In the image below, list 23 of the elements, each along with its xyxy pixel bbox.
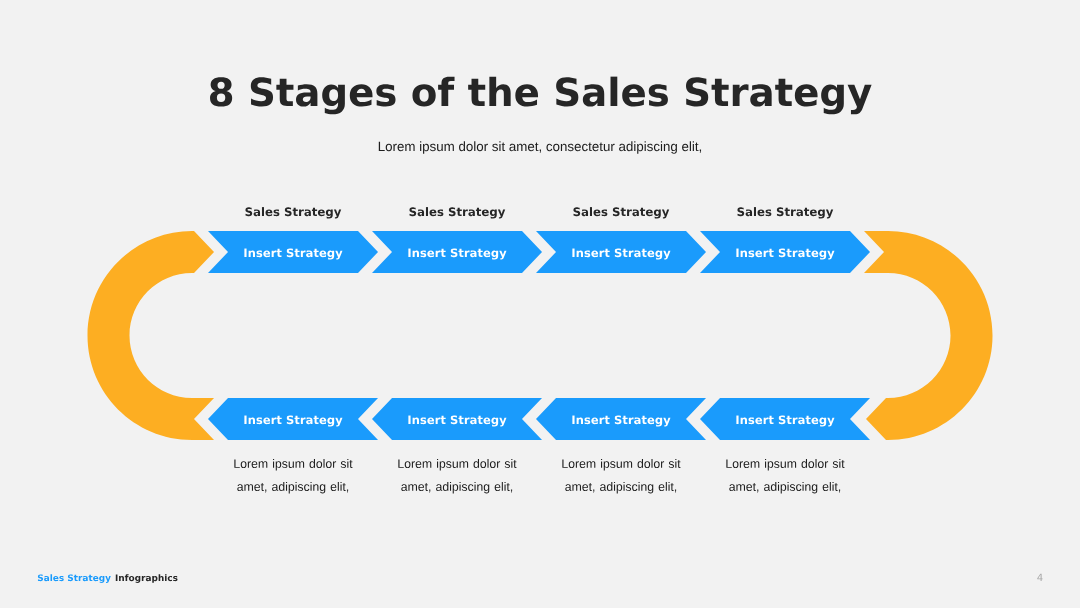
stage-heading: Sales Strategy	[737, 207, 834, 219]
arc-band	[87, 231, 214, 440]
stage-banner: Insert Strategy	[208, 398, 378, 440]
stage-banner: Insert Strategy	[372, 231, 542, 273]
stage-heading: Sales Strategy	[409, 207, 506, 219]
page-number: 4	[1037, 573, 1043, 581]
stage-banner: Insert Strategy	[700, 398, 870, 440]
footer-text: Sales Strategy	[37, 574, 111, 583]
stage-banner: Insert Strategy	[536, 398, 706, 440]
arc-band	[864, 231, 993, 440]
stage-description: Lorem ipsum dolor sit amet, adipiscing elit,	[398, 459, 517, 494]
subtitle: Lorem ipsum dolor sit amet, consectetur adipiscing elit,	[378, 141, 702, 154]
footer-text: Infographics	[115, 574, 178, 583]
title: 8 Stages of the Sales Strategy	[210, 76, 872, 115]
stage-heading: Sales Strategy	[245, 207, 342, 219]
stage-banner: Insert Strategy	[208, 231, 378, 273]
stage-banner: Insert Strategy	[536, 231, 706, 273]
stage-banner: Insert Strategy	[372, 398, 542, 440]
stage-banner: Insert Strategy	[700, 231, 870, 273]
stage-description: Lorem ipsum dolor sit amet, adipiscing elit,	[726, 459, 845, 494]
stage-description: Lorem ipsum dolor sit amet, adipiscing elit,	[562, 459, 681, 494]
stage-description: Lorem ipsum dolor sit amet, adipiscing elit,	[234, 459, 353, 494]
stage-heading: Sales Strategy	[573, 207, 670, 219]
